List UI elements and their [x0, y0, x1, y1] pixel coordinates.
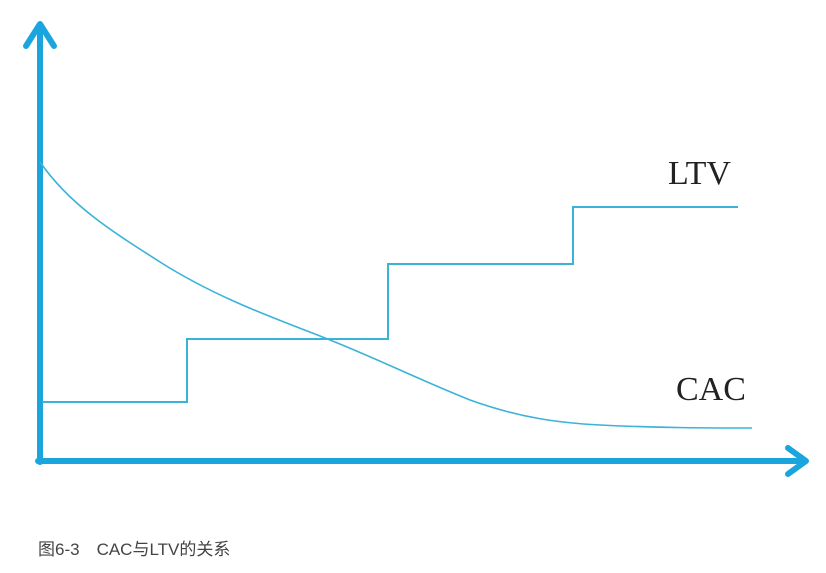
cac-label: CAC [676, 371, 746, 408]
cac-curve [39, 161, 753, 429]
ltv-cac-diagram: LTV CAC [23, 21, 809, 477]
ltv-step-line [42, 206, 738, 403]
ltv-label: LTV [668, 155, 731, 192]
figure-caption: 图6-3 CAC与LTV的关系 [38, 540, 231, 559]
y-axis-arrowhead [23, 21, 57, 49]
x-axis-arrowhead [785, 445, 809, 477]
